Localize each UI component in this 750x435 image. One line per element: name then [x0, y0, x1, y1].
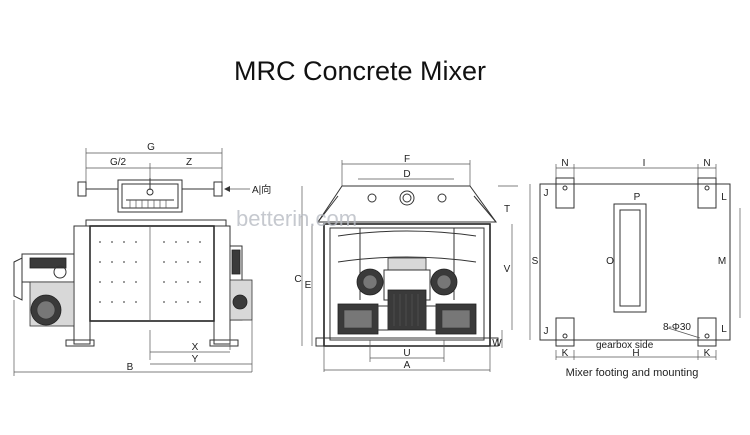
- dim-L-bottom: L: [721, 324, 727, 335]
- dim-A-direction: A|向: [252, 183, 271, 196]
- dim-H: H: [632, 348, 639, 359]
- page-title: MRC Concrete Mixer: [234, 56, 486, 86]
- dim-D: D: [403, 169, 410, 180]
- dim-B: B: [127, 362, 134, 373]
- dim-F: F: [404, 154, 410, 165]
- dim-N-left: N: [561, 158, 568, 169]
- dim-I: I: [643, 158, 646, 169]
- dim-J-bottom: J: [544, 326, 549, 337]
- dim-O: O: [606, 256, 614, 267]
- dim-G2: G/2: [110, 157, 127, 168]
- caption-gearbox-side: gearbox side: [596, 340, 654, 351]
- plan-view: N I N J L J L S M P O 8-Φ30 gearbox side: [529, 158, 741, 379]
- caption-footing: Mixer footing and mounting: [566, 367, 699, 379]
- dim-M: M: [718, 256, 726, 267]
- dim-C: C: [294, 274, 301, 285]
- dim-S: S: [532, 256, 539, 267]
- side-view: G G/2 Z A|向: [13, 142, 271, 376]
- dim-K-left: K: [562, 348, 569, 359]
- drum-rivets: [99, 241, 201, 303]
- dim-K-right: K: [704, 348, 711, 359]
- dim-P: P: [634, 192, 641, 203]
- dim-G: G: [147, 142, 155, 153]
- dim-X: X: [192, 342, 199, 353]
- dim-T: T: [504, 204, 510, 215]
- dim-Y: Y: [192, 354, 199, 365]
- dim-U: U: [403, 348, 410, 359]
- holes-note: 8-Φ30: [663, 322, 691, 333]
- dim-Z: Z: [186, 157, 192, 168]
- watermark: betterin.com: [236, 206, 357, 231]
- dim-N-right: N: [703, 158, 710, 169]
- dim-A: A: [404, 360, 411, 371]
- front-view: F D: [294, 154, 518, 372]
- dim-E: E: [305, 280, 312, 291]
- dim-W: W: [492, 338, 502, 349]
- dim-J-top: J: [544, 188, 549, 199]
- dim-V: V: [504, 264, 511, 275]
- dim-L-top: L: [721, 192, 727, 203]
